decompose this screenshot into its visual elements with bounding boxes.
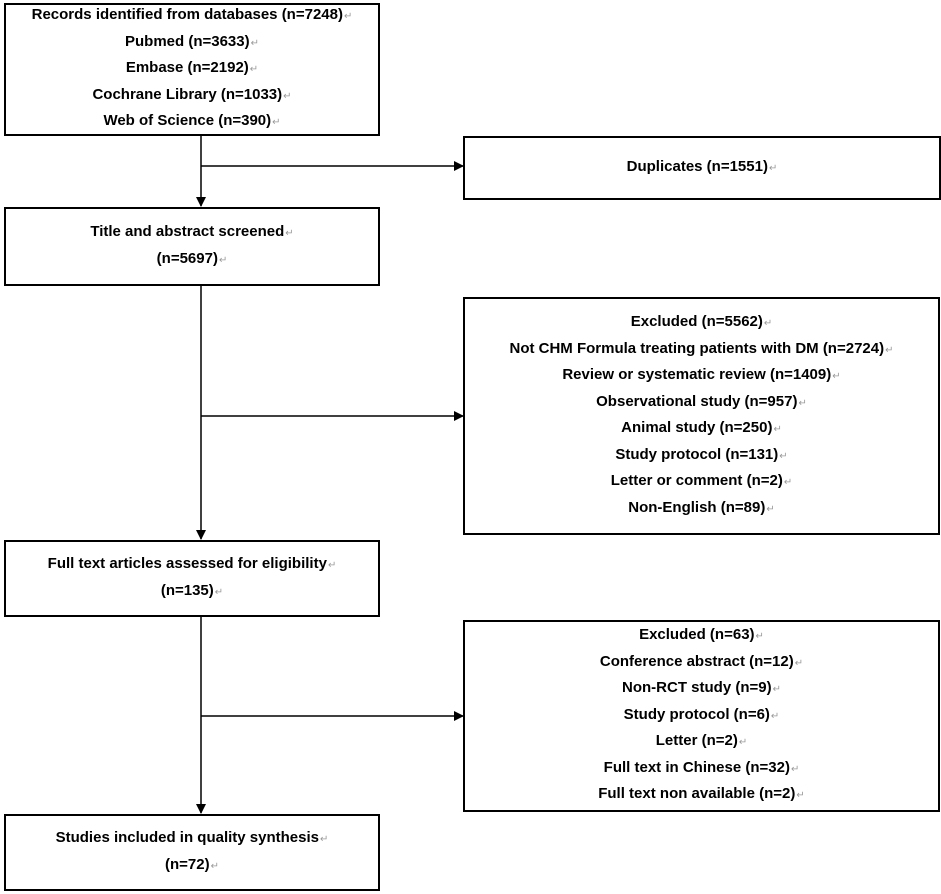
return-mark-icon: ↵ (250, 37, 259, 49)
excluded2-line-2: Non-RCT study (n=9)↵ (622, 676, 781, 703)
included-line-0: Studies included in quality synthesis↵ (56, 826, 329, 853)
excluded1-line-text: Review or systematic review (n=1409) (562, 366, 832, 383)
return-mark-icon: ↵ (773, 424, 782, 435)
fulltext-line-text: (n=135) (160, 581, 214, 599)
excluded2-line-text: Study protocol (n=6) (623, 705, 770, 723)
fulltext-box: Full text articles assessed for eligibil… (4, 540, 380, 617)
excluded2-line-text: Conference abstract (n=12) (599, 652, 794, 670)
return-mark-icon: ↵ (285, 228, 294, 239)
screened-line-text: (n=5697) (156, 249, 218, 267)
excluded2-line-4: Letter (n=2)↵ (656, 729, 748, 756)
return-mark-icon: ↵ (763, 318, 773, 329)
return-mark-icon: ↵ (790, 763, 800, 775)
return-mark-icon: ↵ (766, 503, 775, 515)
included-line-text: (n=72) (165, 855, 210, 873)
return-mark-icon: ↵ (210, 860, 219, 872)
fulltext-line-text: Full text articles assessed for eligibil… (47, 555, 327, 572)
screened-line-text: Title and abstract screened (90, 223, 285, 240)
excluded2-line-5: Full text in Chinese (n=32)↵ (604, 756, 800, 783)
excluded1-line-text: Study protocol (n=131) (615, 445, 779, 463)
screened-box: Title and abstract screened↵(n=5697)↵ (4, 207, 380, 286)
identified-line-text: Web of Science (n=390) (103, 112, 272, 130)
return-mark-icon: ↵ (772, 684, 781, 696)
excluded1-line-3: Observational study (n=957)↵ (596, 390, 807, 417)
excluded2-line-text: Full text in Chinese (n=32) (603, 758, 790, 776)
excluded1-line-4: Animal study (n=250)↵ (621, 416, 782, 443)
return-mark-icon: ↵ (885, 344, 894, 356)
excluded2-line-1: Conference abstract (n=12)↵ (600, 650, 803, 677)
excluded2-line-text: Excluded (n=63) (639, 626, 755, 644)
excluded1-line-text: Animal study (n=250) (621, 419, 773, 436)
duplicates-line-0: Duplicates (n=1551)↵ (627, 155, 778, 182)
identified-line-4: Web of Science (n=390)↵ (103, 109, 280, 136)
identified-line-1: Pubmed (n=3633)↵ (125, 30, 259, 57)
return-mark-icon: ↵ (320, 834, 329, 845)
return-mark-icon: ↵ (794, 657, 804, 669)
included-line-text: Studies included in quality synthesis (55, 829, 319, 846)
excluded1-line-text: Non-English (n=89) (628, 498, 766, 516)
excluded1-line-text: Observational study (n=957) (596, 392, 798, 410)
identified-line-text: Cochrane Library (n=1033) (92, 85, 283, 103)
return-mark-icon: ↵ (343, 11, 353, 23)
return-mark-icon: ↵ (796, 790, 805, 802)
records-identified-box: Records identified from databases (n=724… (4, 3, 380, 136)
return-mark-icon: ↵ (327, 560, 337, 571)
excluded1-line-6: Letter or comment (n=2)↵ (611, 469, 793, 496)
return-mark-icon: ↵ (779, 450, 788, 462)
screened-line-0: Title and abstract screened↵ (90, 220, 293, 247)
duplicates-box: Duplicates (n=1551)↵ (463, 136, 941, 200)
excluded1-line-1: Not CHM Formula treating patients with D… (509, 337, 893, 364)
identified-line-text: Pubmed (n=3633) (124, 32, 250, 50)
excluded2-line-3: Study protocol (n=6)↵ (624, 703, 780, 730)
return-mark-icon: ↵ (283, 90, 292, 102)
return-mark-icon: ↵ (770, 710, 780, 722)
identified-line-2: Embase (n=2192)↵ (126, 56, 258, 83)
included-line-1: (n=72)↵ (165, 853, 219, 880)
fulltext-line-0: Full text articles assessed for eligibil… (48, 552, 337, 579)
excluded-screening-box: Excluded (n=5562)↵Not CHM Formula treati… (463, 297, 940, 535)
screened-line-1: (n=5697)↵ (157, 247, 228, 274)
identified-line-text: Records identified from databases (n=724… (31, 6, 343, 24)
excluded1-line-2: Review or systematic review (n=1409)↵ (562, 363, 840, 390)
return-mark-icon: ↵ (768, 162, 778, 174)
excluded2-line-text: Non-RCT study (n=9) (622, 679, 772, 697)
excluded2-line-text: Full text non available (n=2) (598, 785, 796, 803)
return-mark-icon: ↵ (798, 397, 807, 409)
identified-line-text: Embase (n=2192) (125, 59, 249, 77)
identified-line-0: Records identified from databases (n=724… (32, 3, 353, 30)
return-mark-icon: ↵ (272, 117, 281, 129)
excluded1-line-text: Letter or comment (n=2) (610, 472, 783, 489)
return-mark-icon: ↵ (783, 477, 793, 488)
return-mark-icon: ↵ (214, 586, 224, 598)
excluded2-line-6: Full text non available (n=2)↵ (598, 782, 805, 809)
excluded1-line-text: Not CHM Formula treating patients with D… (509, 339, 885, 357)
excluded1-line-text: Excluded (n=5562) (630, 313, 763, 330)
return-mark-icon: ↵ (832, 371, 841, 382)
return-mark-icon: ↵ (738, 737, 748, 749)
excluded1-line-7: Non-English (n=89)↵ (628, 496, 774, 523)
excluded1-line-0: Excluded (n=5562)↵ (631, 310, 773, 337)
duplicates-line-text: Duplicates (n=1551) (626, 157, 768, 175)
return-mark-icon: ↵ (755, 631, 764, 643)
identified-line-3: Cochrane Library (n=1033)↵ (92, 83, 291, 110)
excluded1-line-5: Study protocol (n=131)↵ (615, 443, 787, 470)
excluded-eligibility-box: Excluded (n=63)↵Conference abstract (n=1… (463, 620, 940, 812)
included-box: Studies included in quality synthesis↵(n… (4, 814, 380, 891)
excluded2-line-0: Excluded (n=63)↵ (639, 623, 764, 650)
fulltext-line-1: (n=135)↵ (161, 579, 223, 606)
return-mark-icon: ↵ (249, 64, 259, 76)
return-mark-icon: ↵ (218, 254, 228, 266)
excluded2-line-text: Letter (n=2) (655, 732, 738, 750)
